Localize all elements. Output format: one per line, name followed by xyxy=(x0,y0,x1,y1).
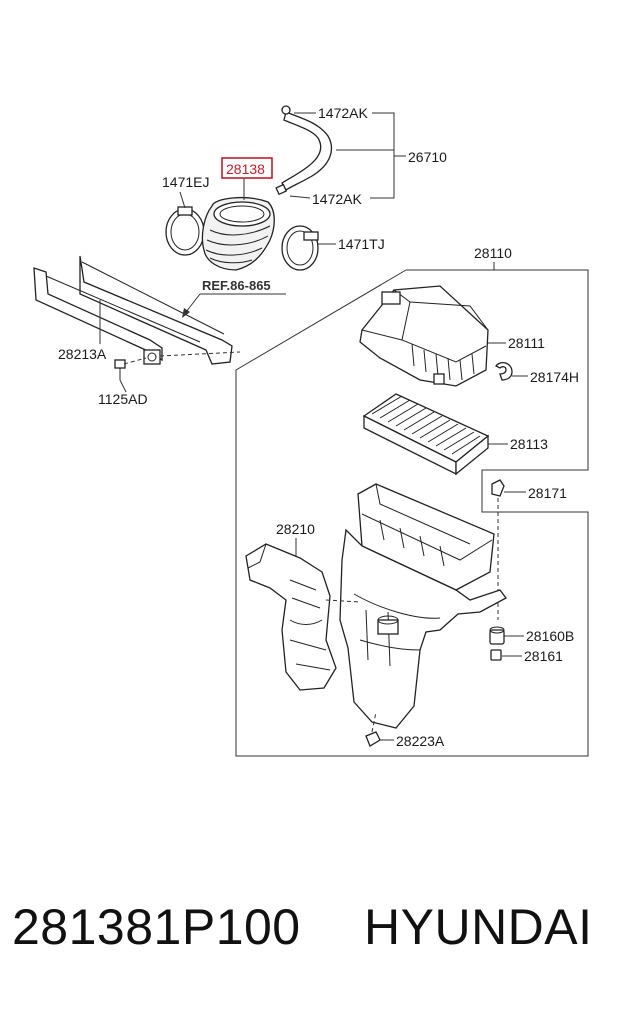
label-1472AK-top: 1472AK xyxy=(318,105,368,121)
insulator-28160B xyxy=(489,626,505,645)
clip-28174H xyxy=(495,361,513,381)
filter-28113 xyxy=(362,393,490,476)
bracket-28213A xyxy=(33,255,241,365)
label-1471TJ: 1471TJ xyxy=(338,236,385,252)
label-28138: 28138 xyxy=(226,161,265,177)
hose-leaders xyxy=(289,112,406,199)
label-28174H: 28174H xyxy=(530,369,579,385)
leader-1125AD xyxy=(119,379,127,393)
leader-1471EJ xyxy=(179,191,186,209)
label-28213A: 28213A xyxy=(58,346,107,362)
bolt-1125AD xyxy=(114,357,147,380)
label-28223A: 28223A xyxy=(396,733,445,749)
breather-hose xyxy=(275,105,333,196)
footer-brand: HYUNDAI xyxy=(364,899,593,955)
label-1125AD: 1125AD xyxy=(98,391,148,407)
label-1472AK-bottom: 1472AK xyxy=(312,191,362,207)
label-28111: 28111 xyxy=(508,335,545,351)
label-28113: 28113 xyxy=(510,436,548,452)
clamp-right xyxy=(281,225,319,271)
cover-28111 xyxy=(359,285,489,387)
clamp-left xyxy=(165,206,205,256)
label-28171: 28171 xyxy=(528,485,567,501)
inlet-duct-28210 xyxy=(245,543,361,691)
label-28210: 28210 xyxy=(276,521,315,537)
label-ref: REF.86-865 xyxy=(202,278,271,293)
label-28110: 28110 xyxy=(474,245,512,261)
footer-part-number: 281381P100 xyxy=(12,899,301,955)
assembly-outline xyxy=(235,269,589,757)
reference-arrow xyxy=(182,293,286,318)
lower-case xyxy=(339,483,507,729)
footer-caption: 281381P100 HYUNDAI xyxy=(0,898,620,978)
label-28161: 28161 xyxy=(524,648,563,664)
highlight-box xyxy=(221,157,273,179)
intake-hose-28138 xyxy=(201,196,275,271)
collar-28161 xyxy=(490,649,502,661)
label-26710: 26710 xyxy=(408,149,447,165)
label-28160B: 28160B xyxy=(526,628,574,644)
label-1471EJ: 1471EJ xyxy=(162,174,209,190)
